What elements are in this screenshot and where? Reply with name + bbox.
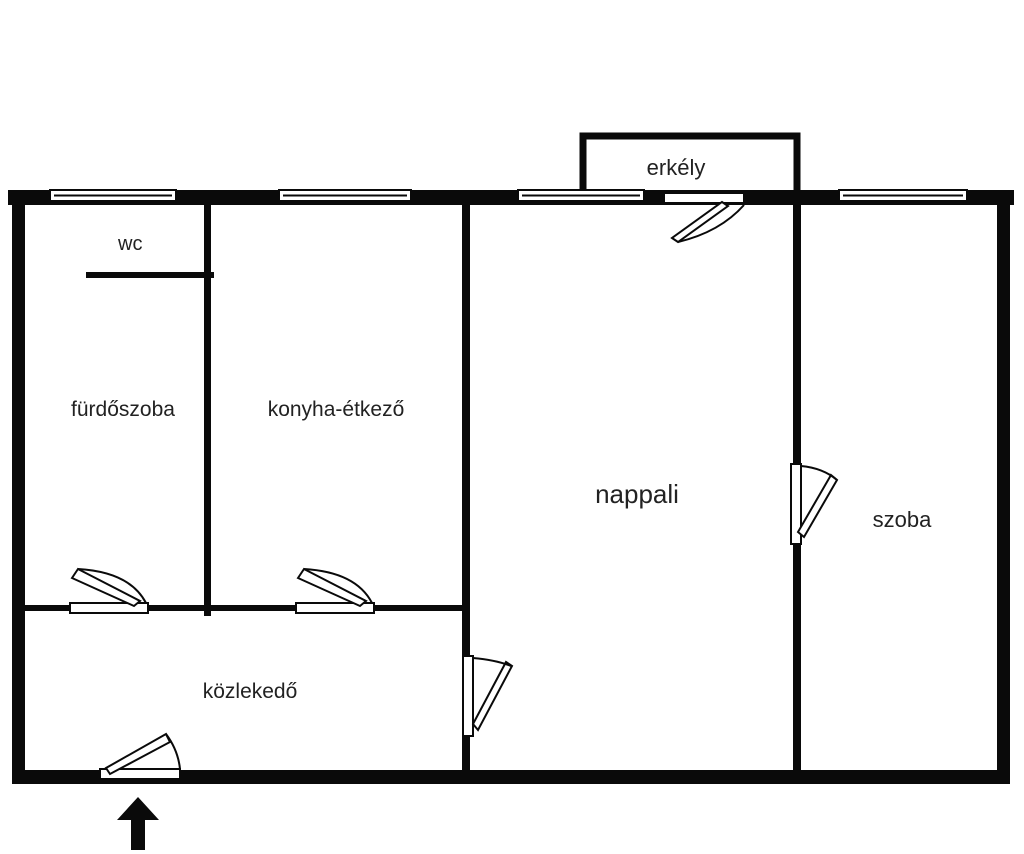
- balcony-outline: [579, 132, 801, 198]
- window-2: [278, 189, 412, 202]
- room-labels: wc fürdőszoba konyha-étkező nappali szob…: [71, 155, 932, 703]
- door-entrance: [99, 732, 181, 780]
- interior-walls: [24, 194, 801, 778]
- outer-wall-right: [997, 190, 1010, 784]
- door-living-room: [462, 655, 514, 737]
- label-balcony: erkély: [647, 155, 706, 180]
- window-3: [517, 189, 645, 202]
- door-room: [790, 463, 839, 545]
- window-4: [838, 189, 968, 202]
- wall-corridor-top: [24, 605, 464, 611]
- label-kitchen: konyha-étkező: [268, 398, 405, 421]
- outer-walls: [8, 190, 1014, 784]
- outer-wall-top: [8, 190, 1014, 205]
- door-bathroom: [69, 567, 149, 614]
- wall-bath-kitchen: [204, 196, 211, 616]
- doors: [69, 192, 839, 780]
- arrow-up-icon: [117, 797, 159, 850]
- label-room: szoba: [873, 507, 932, 532]
- label-bathroom: fürdőszoba: [71, 398, 175, 421]
- label-wc: wc: [117, 233, 142, 255]
- wall-kitchen-living: [462, 196, 470, 772]
- door-balcony: [663, 192, 745, 244]
- wall-wc-partition: [86, 272, 214, 278]
- label-corridor: közlekedő: [203, 680, 298, 703]
- outer-wall-bottom: [14, 770, 1008, 784]
- window-1: [49, 189, 177, 202]
- label-living-room: nappali: [595, 479, 679, 509]
- outer-wall-left: [12, 192, 25, 784]
- door-kitchen: [295, 567, 375, 614]
- windows: [49, 189, 968, 202]
